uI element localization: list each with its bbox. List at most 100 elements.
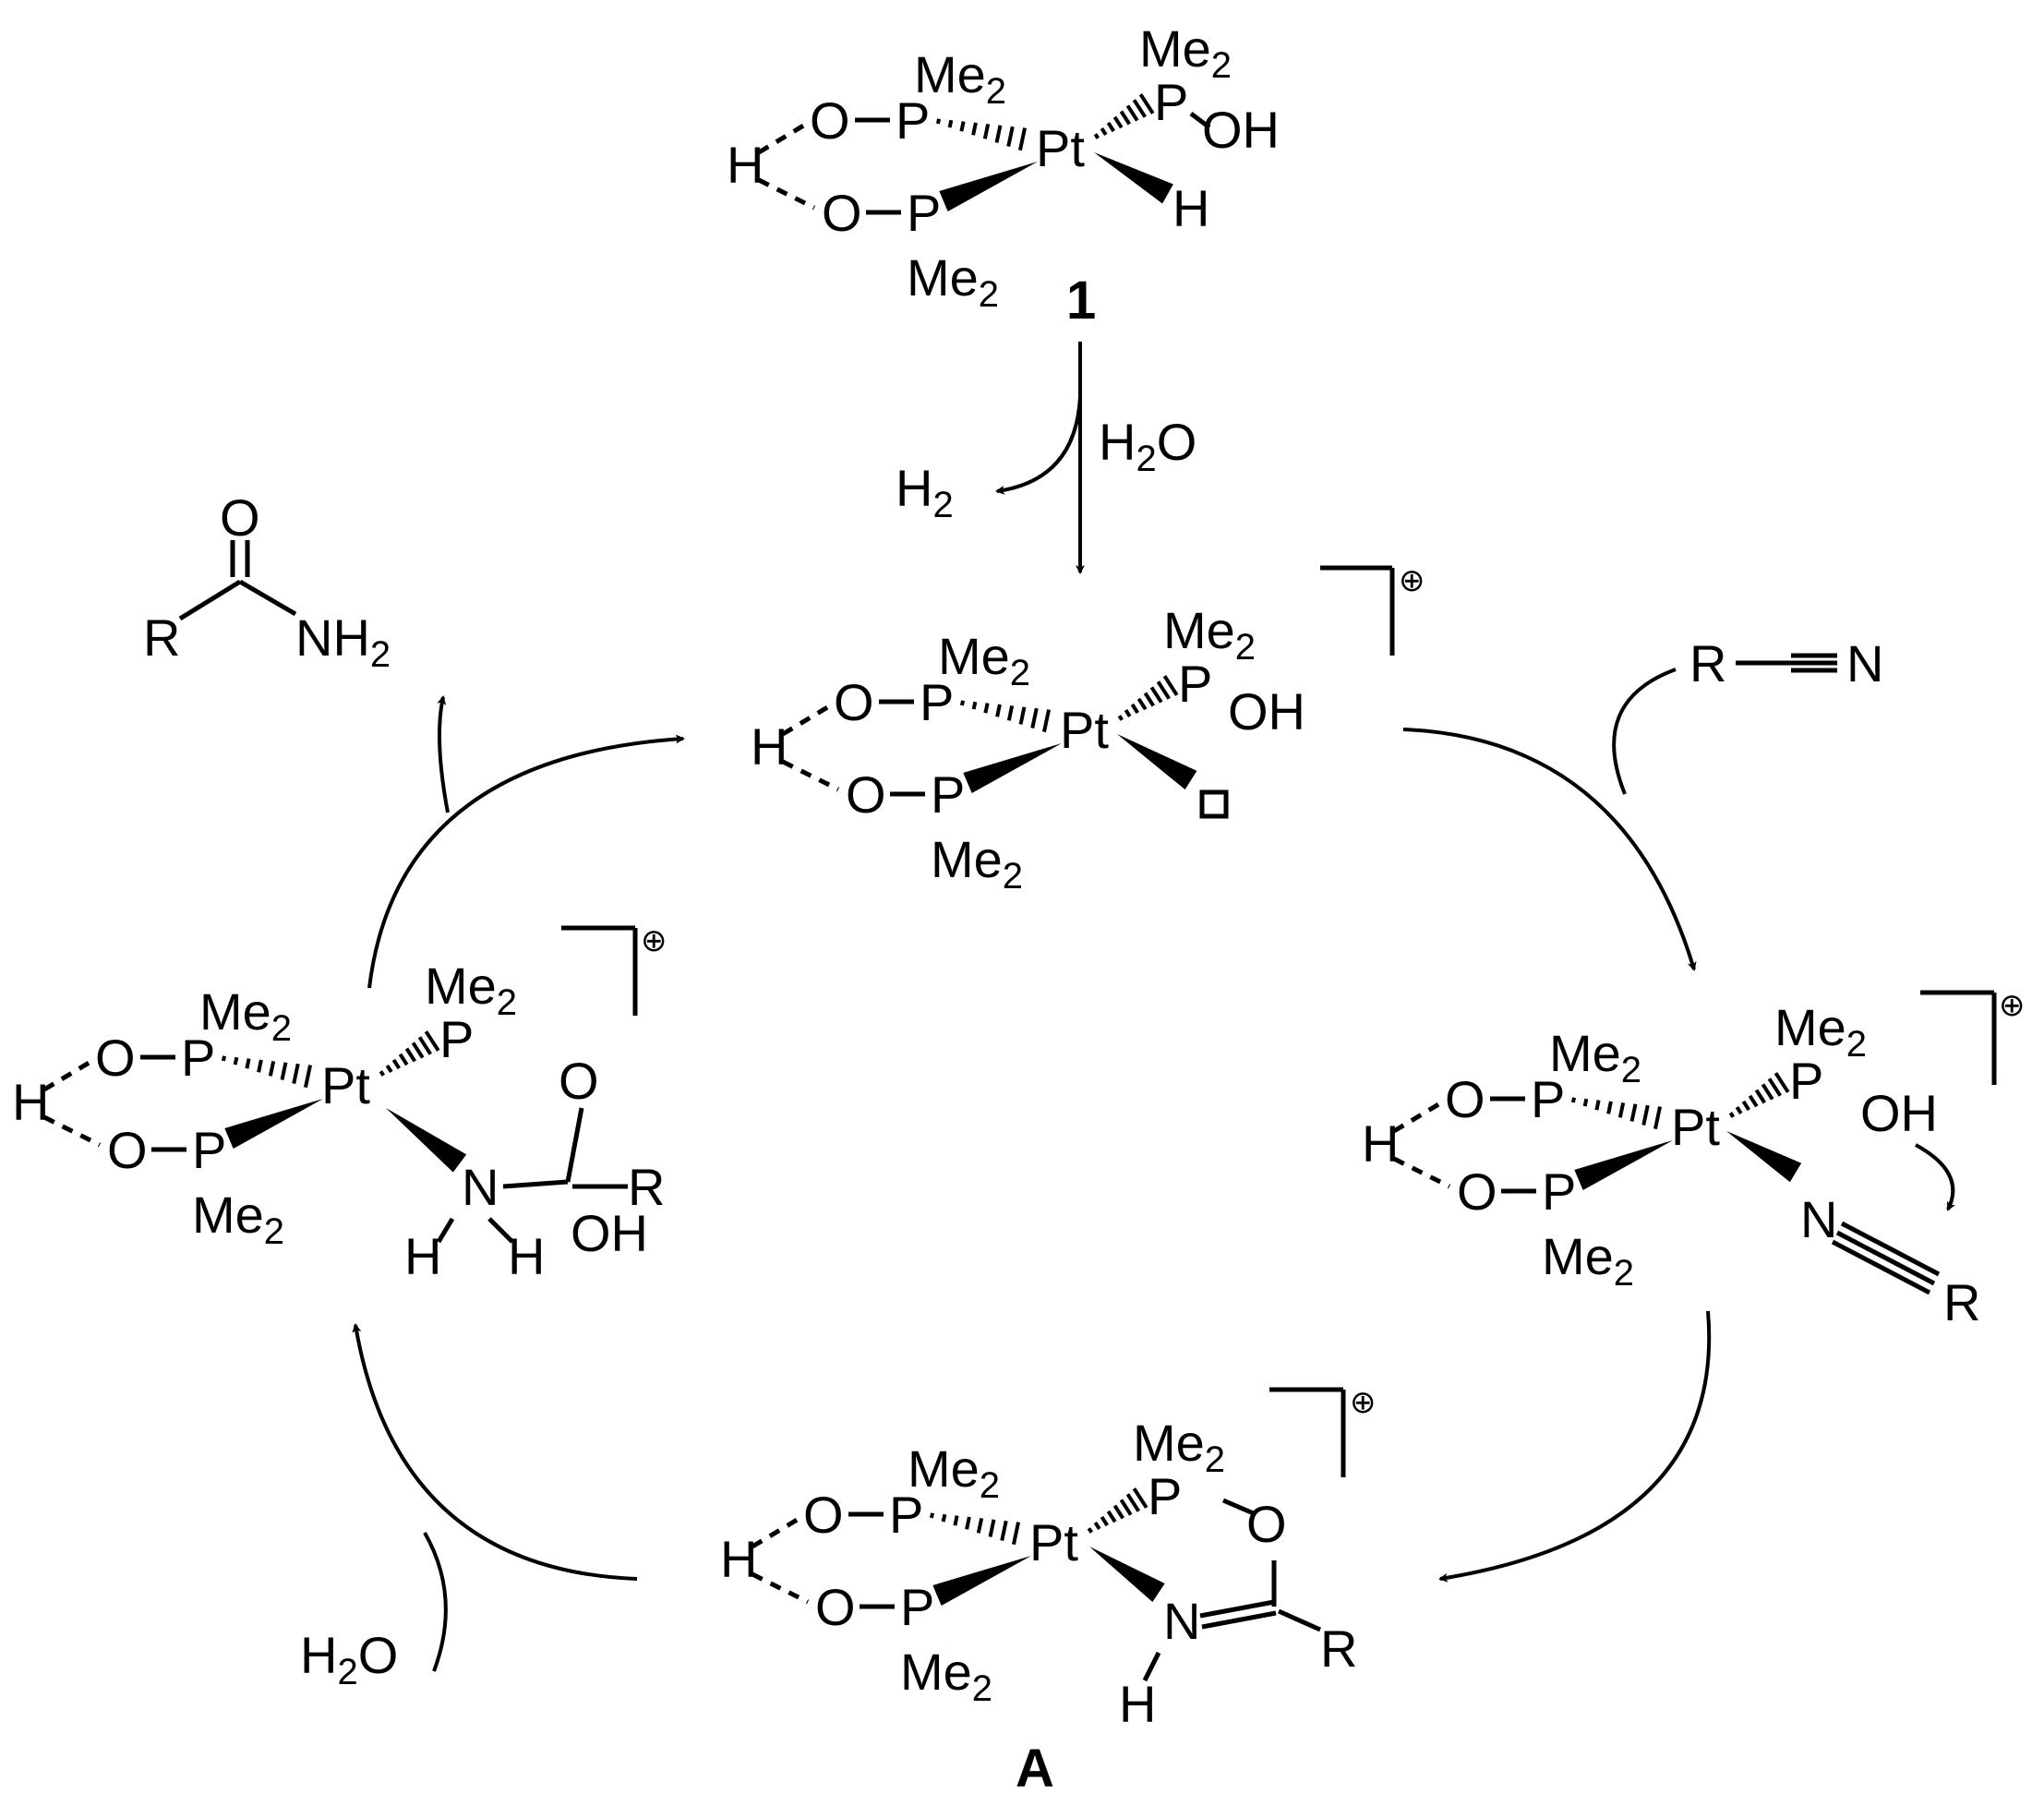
wedge-bond [1574, 1140, 1673, 1191]
p-oh-bond [1189, 112, 1211, 129]
hydrogen-atom: H [12, 1073, 49, 1131]
hydrogen-bond [42, 1114, 102, 1148]
positive-charge: ⊕ [1999, 988, 2026, 1023]
oxygen-atom: O [220, 488, 260, 547]
platinum-atom: Pt [1036, 119, 1085, 177]
hashed-bond [1117, 675, 1179, 721]
c-r-bond [178, 579, 242, 621]
hydroxyl-group: OH [1202, 101, 1280, 159]
double-bond [1199, 1599, 1275, 1619]
oxygen-atom: O [803, 1486, 844, 1544]
hydrogen-bond [42, 1059, 92, 1092]
hydrogen-bond [781, 759, 840, 792]
platinum-atom: Pt [321, 1056, 370, 1114]
triple-bond [1835, 1230, 1936, 1286]
oxygen-atom: O [1246, 1495, 1287, 1553]
r-group: R [628, 1158, 665, 1216]
methyl-group: Me2 [907, 248, 999, 315]
c-n-bond [238, 579, 297, 617]
methyl-group: Me2 [1549, 1024, 1641, 1090]
wedge-bond [386, 1108, 467, 1173]
vacant-site-box [1199, 789, 1229, 819]
n-h-bond [1142, 1651, 1161, 1682]
c-r-bond [1277, 1608, 1322, 1632]
methyl-group: Me2 [938, 627, 1030, 693]
hydrogen-atom: H [751, 717, 788, 776]
wedge-bond [1094, 152, 1173, 204]
platinum-atom: Pt [1029, 1513, 1078, 1571]
amine-group: NH2 [295, 608, 391, 675]
phosphorus-atom: P [896, 91, 930, 150]
hydrogen-byproduct: H2 [896, 459, 954, 525]
hydrogen-atom: H [727, 136, 763, 194]
oxygen-atom: O [810, 91, 850, 150]
phosphorus-atom: P [439, 1010, 474, 1068]
hydrogen-bond [781, 704, 831, 737]
oxygen-atom: O [1457, 1162, 1497, 1221]
methyl-group: Me2 [900, 1643, 992, 1709]
hydrogen-bond [1392, 1101, 1442, 1134]
oxygen-atom: O [95, 1029, 136, 1087]
phosphorus-atom: P [192, 1121, 226, 1179]
hashed-bond [1093, 93, 1155, 139]
hydroxyl-group: OH [1860, 1084, 1938, 1142]
methyl-group: Me2 [1542, 1227, 1634, 1294]
amide-release-arrow [437, 695, 450, 813]
positive-charge: ⊕ [641, 923, 667, 958]
hydrogen-bond [751, 1571, 810, 1605]
nitrogen-atom: N [462, 1158, 499, 1216]
water-entry-arrow [423, 1532, 448, 1672]
hydrogen-atom: H [1362, 1114, 1399, 1173]
hashed-bond [379, 1030, 440, 1077]
methyl-group: Me2 [914, 45, 1006, 112]
triple-bond [1840, 1221, 1941, 1277]
water-reagent-top: H2O [1099, 413, 1196, 479]
phosphorus-atom: P [920, 673, 954, 731]
wedge-bond [1089, 1547, 1165, 1602]
double-bond [1201, 1610, 1277, 1630]
hydrogen-bond [1392, 1156, 1451, 1189]
oxygen-atom: O [815, 1578, 856, 1636]
r-group: R [1689, 634, 1726, 692]
water-reagent-left: H2O [300, 1626, 398, 1692]
phosphorus-atom: P [1154, 73, 1188, 131]
hashed-bond [1728, 1072, 1790, 1118]
c-o-bond [565, 1107, 584, 1183]
phosphorus-atom: P [1542, 1162, 1576, 1221]
platinum-atom: Pt [1671, 1098, 1720, 1156]
phosphorus-atom: P [907, 184, 941, 242]
hydrolysis-arrow [352, 1323, 638, 1581]
hydrogen-bond [757, 177, 816, 211]
hashed-bond [221, 1055, 313, 1089]
oxygen-atom: O [107, 1121, 148, 1179]
complex-1-label: 1 [1066, 271, 1096, 331]
n-c-bond [502, 1179, 569, 1189]
methyl-group: Me2 [908, 1439, 1000, 1506]
hashed-bond [959, 700, 1052, 733]
oxygen-atom: O [1445, 1070, 1485, 1128]
nitrogen-atom: N [1163, 1592, 1200, 1650]
oxygen-atom: O [822, 184, 862, 242]
phosphorus-atom: P [1789, 1052, 1823, 1110]
phosphorus-atom: P [1178, 655, 1212, 713]
hydroxyl-group: OH [1228, 682, 1305, 740]
wedge-bond [1726, 1131, 1802, 1183]
phosphorus-atom: P [1148, 1467, 1182, 1525]
hashed-bond [1087, 1487, 1148, 1534]
methyl-group: Me2 [1774, 998, 1867, 1065]
phosphorus-atom: P [181, 1029, 215, 1087]
hydrogen-bond [751, 1516, 800, 1549]
nucleophilic-attack-arrow [1915, 1143, 1956, 1211]
nitrile-entry-arrow [1612, 668, 1677, 795]
methyl-group: Me2 [1139, 19, 1232, 86]
phosphorus-atom: P [889, 1486, 923, 1544]
phosphorus-atom: P [1531, 1070, 1565, 1128]
hashed-bond [935, 118, 1028, 151]
hydrogen-atom: H [720, 1530, 757, 1588]
